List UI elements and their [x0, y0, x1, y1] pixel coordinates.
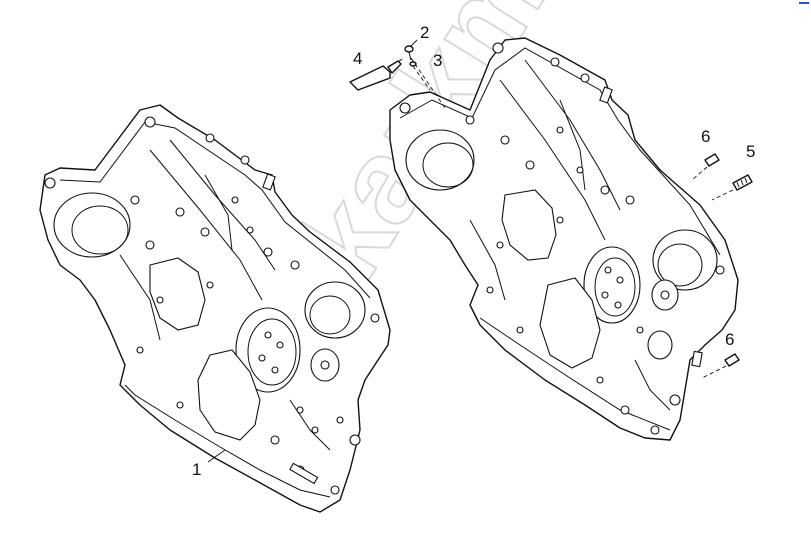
leader-washer	[412, 65, 431, 91]
label-stud-5: 5	[746, 142, 755, 161]
leader-bolt	[410, 57, 446, 109]
bolt-part	[404, 45, 414, 61]
leader-cover	[207, 449, 226, 463]
leader-bolt-tip	[409, 39, 418, 48]
corner-mark	[799, 2, 809, 4]
sealant-tube-part	[349, 58, 403, 91]
dowel-upper-part	[704, 153, 720, 167]
label-bolt-2: 2	[420, 23, 429, 42]
leader-lines	[207, 39, 734, 463]
stud-part	[732, 174, 753, 191]
label-dowel-6-lower: 6	[725, 330, 734, 349]
leader-dowel-lower	[701, 365, 727, 379]
leader-dowel-upper	[691, 166, 708, 181]
timing-cover-right	[389, 37, 739, 441]
label-washer-3: 3	[433, 51, 442, 70]
label-cover-1: 1	[192, 460, 201, 479]
timing-cover-left	[39, 104, 391, 513]
dowel-lower-part	[724, 353, 740, 367]
leader-stud	[711, 189, 734, 201]
label-tube-4: 4	[353, 49, 362, 68]
label-dowel-6-upper: 6	[701, 127, 710, 146]
